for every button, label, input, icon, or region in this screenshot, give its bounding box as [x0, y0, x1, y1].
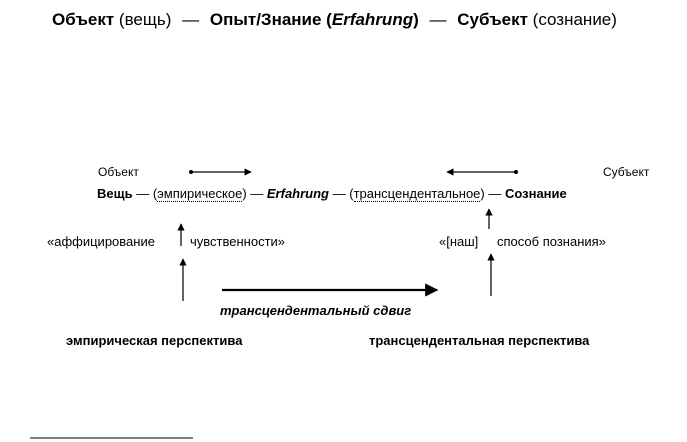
heading-object-paren: (вещь): [118, 10, 172, 29]
heading-subject: Субъект: [457, 10, 528, 29]
heading-experience: Опыт/Знание (Erfahrung): [209, 10, 419, 29]
perspective-transcendental: трансцендентальная перспектива: [369, 333, 590, 348]
heading-dash-1: —: [182, 10, 200, 29]
row-dash-a: — (: [132, 186, 158, 201]
row-consciousness: Сознание: [504, 186, 567, 201]
main-row: Вещь — (эмпирическое) — Erfahrung — (тра…: [97, 186, 567, 202]
row-erfahrung: Erfahrung: [266, 186, 330, 201]
heading-subject-paren: (сознание): [532, 10, 617, 29]
row-dash-b: ) —: [242, 186, 267, 201]
shift-label: трансцендентальный сдвиг: [220, 303, 412, 318]
heading: Объект (вещь) — Опыт/Знание (Erfahrung) …: [52, 11, 617, 28]
mode-left: «[наш]: [439, 234, 479, 249]
perspective-empirical: эмпирическая перспектива: [66, 333, 243, 348]
row-dash-d: ) —: [480, 186, 505, 201]
label-object: Объект: [98, 165, 139, 179]
affect-right: чувственности»: [190, 234, 286, 249]
object-horizontal-arrow: [189, 168, 252, 176]
affect-left: «аффицирование: [47, 234, 155, 249]
row-thing: Вещь: [97, 186, 133, 201]
heading-dash-2: —: [429, 10, 447, 29]
label-subject: Субъект: [603, 165, 650, 179]
row-transcendental: трансцендентальное: [353, 186, 481, 202]
heading-experience-term: Erfahrung: [331, 10, 414, 29]
heading-object: Объект: [52, 10, 115, 29]
subject-horizontal-arrow: [446, 168, 518, 176]
row-empirical: эмпирическое: [157, 186, 243, 202]
row-dash-c: — (: [329, 186, 354, 201]
mode-right: способ познания»: [497, 234, 606, 249]
